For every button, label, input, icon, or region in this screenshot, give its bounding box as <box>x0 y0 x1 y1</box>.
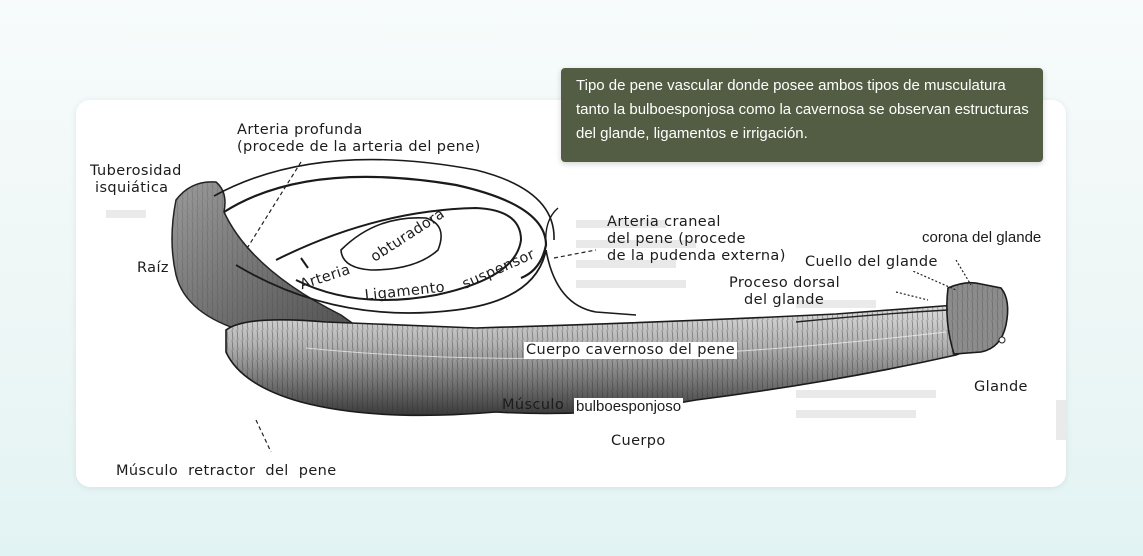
leader-lines <box>245 161 972 453</box>
label-cuerpo-cavernoso: Cuerpo cavernoso del pene <box>524 342 738 359</box>
label-tuberosidad-isquiatica: Tuberosidad isquiática <box>90 163 182 196</box>
label-raiz: Raíz <box>137 260 169 276</box>
tooltip-text: Tipo de pene vascular donde posee ambos … <box>576 77 1029 142</box>
label-arteria-craneal: Arteria craneal del pene (procede de la … <box>607 214 786 264</box>
background-text-bleed <box>106 210 1066 440</box>
label-cuello-del-glande: Cuello del glande <box>803 254 940 271</box>
label-bulboesponjoso: bulboesponjoso <box>574 398 684 415</box>
label-musculo: Músculo <box>502 397 565 413</box>
dorsal-process <box>795 309 949 323</box>
label-musculo-retractor: Músculo retractor del pene <box>116 463 337 479</box>
label-proceso-dorsal: Proceso dorsal del glande <box>729 275 841 308</box>
label-cuerpo: Cuerpo <box>611 433 666 449</box>
label-glande: Glande <box>974 379 1028 395</box>
ligament-and-arteries <box>213 158 637 316</box>
label-arteria-profunda: Arteria profunda (procede de la arteria … <box>237 122 481 155</box>
description-tooltip: Tipo de pene vascular donde posee ambos … <box>561 68 1043 162</box>
diagram-card: Arteria profunda (procede de la arteria … <box>76 100 1066 487</box>
label-corona-del-glande: corona del glande <box>920 229 1044 246</box>
